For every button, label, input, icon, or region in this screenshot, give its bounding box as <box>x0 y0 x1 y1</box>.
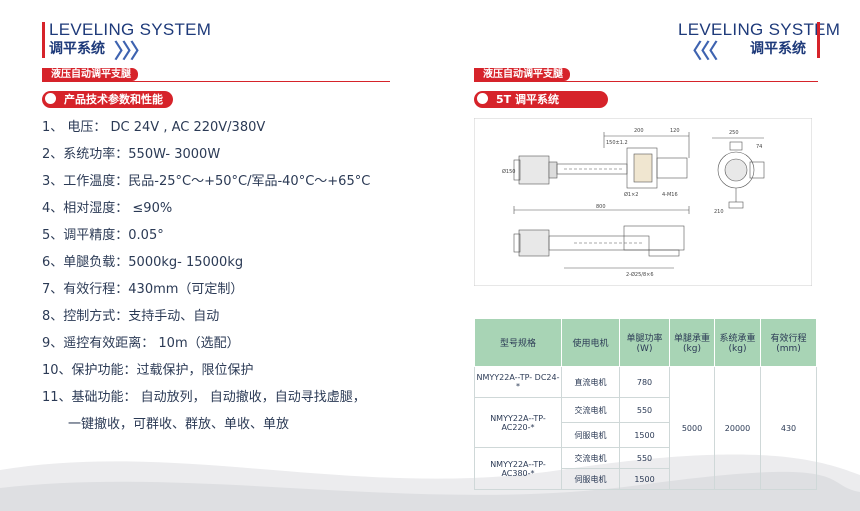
header-system-load: 系统承重 (kg) <box>719 334 756 354</box>
dim-label: 74 <box>756 144 762 150</box>
right-tab-rule <box>474 81 818 82</box>
header-leg-load: 单腿承重 (kg) <box>673 334 710 354</box>
left-section-label: 产品技术参数和性能 <box>64 93 163 106</box>
dim-label: Ø1×2 <box>624 191 639 198</box>
header-motor: 使用电机 <box>572 339 609 349</box>
dim-label: 800 <box>596 204 606 210</box>
technical-drawing: 200 120 250 800 150±1.2 Ø1×2 4-M16 74 21… <box>474 118 812 286</box>
table-cell: 伺服电机 <box>561 422 620 448</box>
spec-item: 1、 电压： DC 24V , AC 220V/380V <box>42 120 266 135</box>
spec-item-continued: 一键撤收，可群收、群放、单收、单放 <box>68 417 290 432</box>
table-cell: 1500 <box>619 422 670 448</box>
table-header: 单腿承重 (kg) <box>669 318 715 367</box>
table-header: 系统承重 (kg) <box>714 318 761 367</box>
left-section-title: 产品技术参数和性能 <box>42 91 173 108</box>
dim-label: Ø150 <box>502 168 515 175</box>
circle-bullet-icon <box>45 93 56 104</box>
left-tab-rule <box>42 81 390 82</box>
left-header-title-cn: 调平系统 <box>49 41 105 57</box>
dim-label: 250 <box>729 130 739 136</box>
header-model: 型号规格 <box>499 339 536 349</box>
table-cell: 550 <box>619 447 670 469</box>
right-header-title-en: LEVELING SYSTEM <box>678 20 841 39</box>
dim-label: 200 <box>634 128 644 134</box>
dim-label: 150±1.2 <box>606 140 628 146</box>
circle-bullet-icon <box>477 93 488 104</box>
table-cell: NMYY22A--TP- AC220-* <box>474 397 562 448</box>
table-cell: 430 <box>760 366 817 490</box>
spec-item: 11、基础功能： 自动放列， 自动撤收，自动寻找虚腿， <box>42 390 366 405</box>
table-cell: 交流电机 <box>561 397 620 423</box>
spec-item: 3、工作温度：民品-25°C～+50°C/军品-40°C～+65°C <box>42 174 371 189</box>
spec-item: 2、系统功率：550W- 3000W <box>42 147 221 162</box>
dim-label: 4-M16 <box>662 192 678 198</box>
table-header: 有效行程 (mm) <box>760 318 817 367</box>
table-cell: 伺服电机 <box>561 468 620 490</box>
table-cell: 直流电机 <box>561 366 620 398</box>
left-header-accent-bar <box>42 22 45 58</box>
table-cell: NMYY22A--TP- DC24-* <box>474 366 562 398</box>
dim-label: 2-Ø25/8×6 <box>626 271 654 278</box>
left-chevrons-icon: 〈〈〈 <box>682 39 718 63</box>
right-header-accent-bar <box>817 22 820 58</box>
spec-item: 9、遥控有效距离： 10m（选配） <box>42 336 240 351</box>
table-cell: NMYY22A--TP- AC380-* <box>474 447 562 490</box>
left-product-tab: 液压自动调平支腿 <box>42 68 138 81</box>
right-chevrons-icon: 〉〉〉 <box>114 39 150 63</box>
right-section-title: 5T 调平系统 <box>474 91 608 108</box>
table-header: 使用电机 <box>561 318 620 367</box>
dim-label: 210 <box>714 209 724 215</box>
header-stroke: 有效行程 (mm) <box>770 334 807 354</box>
table-cell: 20000 <box>714 366 761 490</box>
dim-label: 120 <box>670 128 680 134</box>
spec-item: 10、保护功能：过载保护，限位保护 <box>42 363 254 378</box>
table-header: 单腿功率 (W) <box>619 318 670 367</box>
table-cell: 1500 <box>619 468 670 490</box>
spec-item: 7、有效行程：430mm（可定制） <box>42 282 244 297</box>
table-cell: 780 <box>619 366 670 398</box>
left-header-title-en: LEVELING SYSTEM <box>49 20 212 39</box>
right-header-title-cn: 调平系统 <box>750 41 806 57</box>
spec-item: 6、单腿负载：5000kg- 15000kg <box>42 255 244 270</box>
table-cell: 交流电机 <box>561 447 620 469</box>
spec-table: 型号规格 使用电机 单腿功率 (W) 单腿承重 (kg) 系统承重 (kg) 有… <box>474 318 817 490</box>
spec-item: 5、调平精度：0.05° <box>42 228 164 243</box>
spec-item: 8、控制方式：支持手动、自动 <box>42 309 220 324</box>
table-cell: 5000 <box>669 366 715 490</box>
right-product-tab: 液压自动调平支腿 <box>474 68 570 81</box>
right-section-label: 5T 调平系统 <box>496 93 559 106</box>
header-power: 单腿功率 (W) <box>626 334 663 354</box>
table-header: 型号规格 <box>474 318 562 367</box>
table-cell: 550 <box>619 397 670 423</box>
spec-item: 4、相对湿度： ≤90% <box>42 201 173 216</box>
